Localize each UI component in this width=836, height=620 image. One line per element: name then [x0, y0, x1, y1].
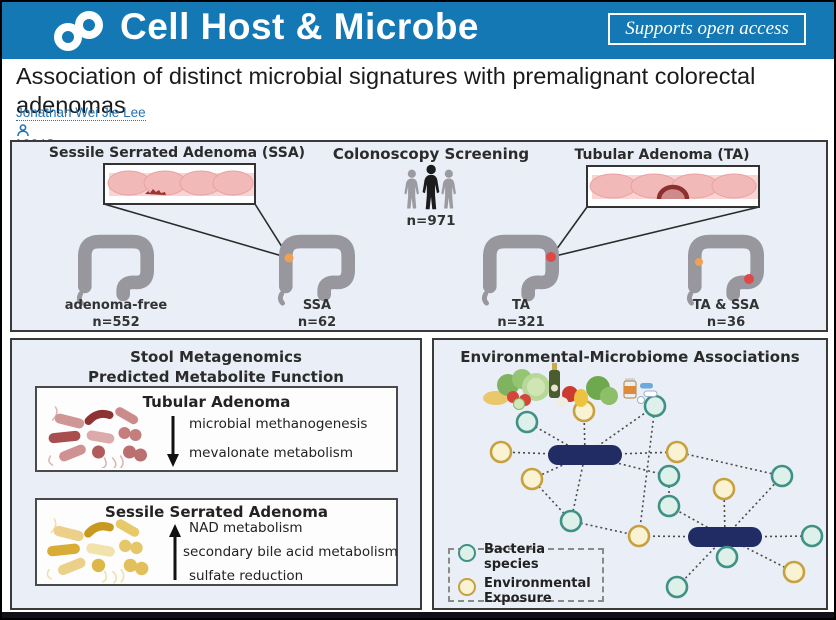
metagenomics-title: Stool Metagenomics Predicted Metabolite … — [88, 348, 344, 386]
diet-and-medication-illustration — [483, 363, 658, 410]
ta-tissue-inset — [586, 165, 760, 208]
screening-title: Colonoscopy Screening — [332, 145, 530, 163]
journal-title[interactable]: Cell Host & Microbe — [120, 6, 479, 47]
bacteria-illustration-red — [48, 406, 147, 468]
bacteria-node-icon — [458, 544, 476, 563]
cell-press-logo-icon[interactable] — [42, 10, 114, 52]
ssa-metabolite-item: secondary bile acid metabolism — [183, 544, 398, 560]
environment-panel: Environmental-Microbiome Associations Ba… — [432, 338, 828, 610]
ta-metabolite-item: mevalonate metabolism — [189, 445, 353, 461]
person-icon — [17, 124, 29, 136]
ssa-box: Sessile Serrated Adenoma — [35, 498, 398, 586]
legend-item-exposure: Environmental Exposure — [458, 576, 594, 607]
page-title: Association of distinct microbial signat… — [16, 63, 756, 118]
screening-illustration — [12, 163, 826, 330]
ssa-inset-label: Sessile Serrated Adenoma (SSA) — [48, 145, 306, 161]
group-label: TA n=321 — [497, 298, 545, 330]
group-label: TA & SSA n=36 — [692, 298, 760, 330]
ssa-metabolite-item: NAD metabolism — [189, 520, 303, 536]
group-label: SSA n=62 — [297, 298, 337, 330]
tubular-adenoma-box: Tubular Adenoma — [35, 386, 398, 472]
colon-adenoma-free — [79, 242, 147, 304]
group-label: adenoma-free n=552 — [64, 298, 168, 330]
screened-people-icons — [404, 164, 456, 210]
network-hubs — [548, 445, 762, 547]
ta-metabolite-item: microbial methanogenesis — [189, 416, 368, 432]
ssa-box-title: Sessile Serrated Adenoma — [105, 503, 328, 521]
open-access-badge[interactable]: Supports open access — [608, 13, 806, 45]
environment-title: Environmental-Microbiome Associations — [460, 348, 800, 366]
ta-box-title: Tubular Adenoma — [142, 393, 291, 411]
colon-ta — [484, 242, 552, 304]
screening-panel: Sessile Serrated Adenoma (SSA) Colonosco… — [10, 140, 828, 332]
metagenomics-panel: Stool Metagenomics Predicted Metabolite … — [10, 338, 422, 610]
colon-ssa — [280, 242, 348, 304]
legend-item-bacteria: Bacteria species — [458, 542, 594, 573]
total-n-label: n=971 — [406, 213, 456, 229]
ssa-metabolite-item: sulfate reduction — [189, 568, 304, 584]
colon-ta-ssa — [689, 242, 757, 304]
exposure-node-icon — [458, 578, 476, 596]
association-network — [489, 394, 824, 599]
network-nodes — [489, 394, 824, 599]
ta-inset-label: Tubular Adenoma (TA) — [574, 147, 750, 163]
journal-header: Cell Host & Microbe Supports open access — [2, 2, 834, 59]
ta-ssa-red-dot — [744, 274, 754, 284]
page-bottom-bar — [2, 612, 834, 618]
bacteria-illustration-yellow — [46, 518, 149, 584]
ta-lesion-dot — [546, 252, 556, 262]
ssa-tissue-inset — [103, 163, 256, 205]
ssa-lesion-dot — [284, 253, 294, 263]
up-arrow-icon — [169, 524, 181, 580]
ta-ssa-orange-dot — [695, 258, 703, 266]
down-arrow-icon — [167, 416, 179, 467]
network-legend: Bacteria species Environmental Exposure — [448, 542, 604, 606]
